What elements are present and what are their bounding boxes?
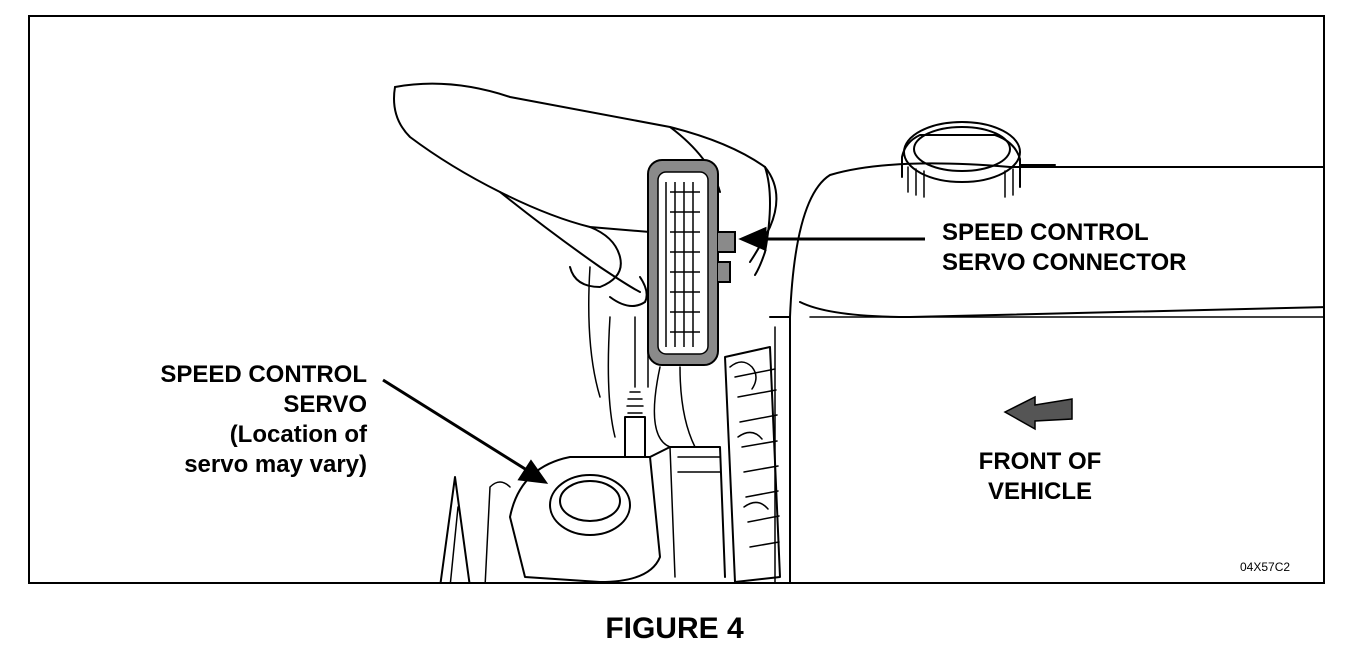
front-of-vehicle-label: FRONT OF VEHICLE	[940, 447, 1140, 507]
servo-connector	[647, 159, 736, 366]
connector-callout-arrow	[738, 226, 925, 252]
servo-label: SPEED CONTROL SERVO (Location of servo m…	[90, 360, 367, 480]
mount-bracket	[439, 476, 471, 582]
wire-harness	[588, 266, 696, 448]
servo-label-line: (Location of	[229, 421, 367, 448]
front-label-line: FRONT OF	[978, 448, 1102, 475]
figure-code: 04X57C2	[1240, 560, 1291, 574]
arrow-left-icon	[1003, 395, 1073, 431]
connector-label-line: SPEED CONTROL	[942, 219, 1149, 246]
connector-label: SPEED CONTROL SERVO CONNECTOR	[942, 218, 1187, 278]
figure-frame: SPEED CONTROL SERVO CONNECTOR SPEED CONT…	[28, 15, 1325, 584]
reservoir-cap	[901, 121, 1056, 198]
reservoir-tank	[789, 162, 1323, 582]
figure-caption: FIGURE 4	[605, 612, 744, 645]
servo-label-line: SPEED CONTROL	[160, 361, 367, 388]
illustration	[382, 82, 1323, 582]
servo-label-line: SERVO	[283, 391, 367, 418]
connector-label-line: SERVO CONNECTOR	[942, 249, 1187, 276]
ribbed-part	[724, 346, 781, 582]
servo-callout-arrow	[382, 378, 549, 484]
bracket-outline	[769, 316, 791, 582]
reservoir-bottom-edge	[799, 301, 1323, 318]
servo-label-line: servo may vary)	[184, 451, 367, 478]
front-label-line: VEHICLE	[987, 478, 1092, 505]
